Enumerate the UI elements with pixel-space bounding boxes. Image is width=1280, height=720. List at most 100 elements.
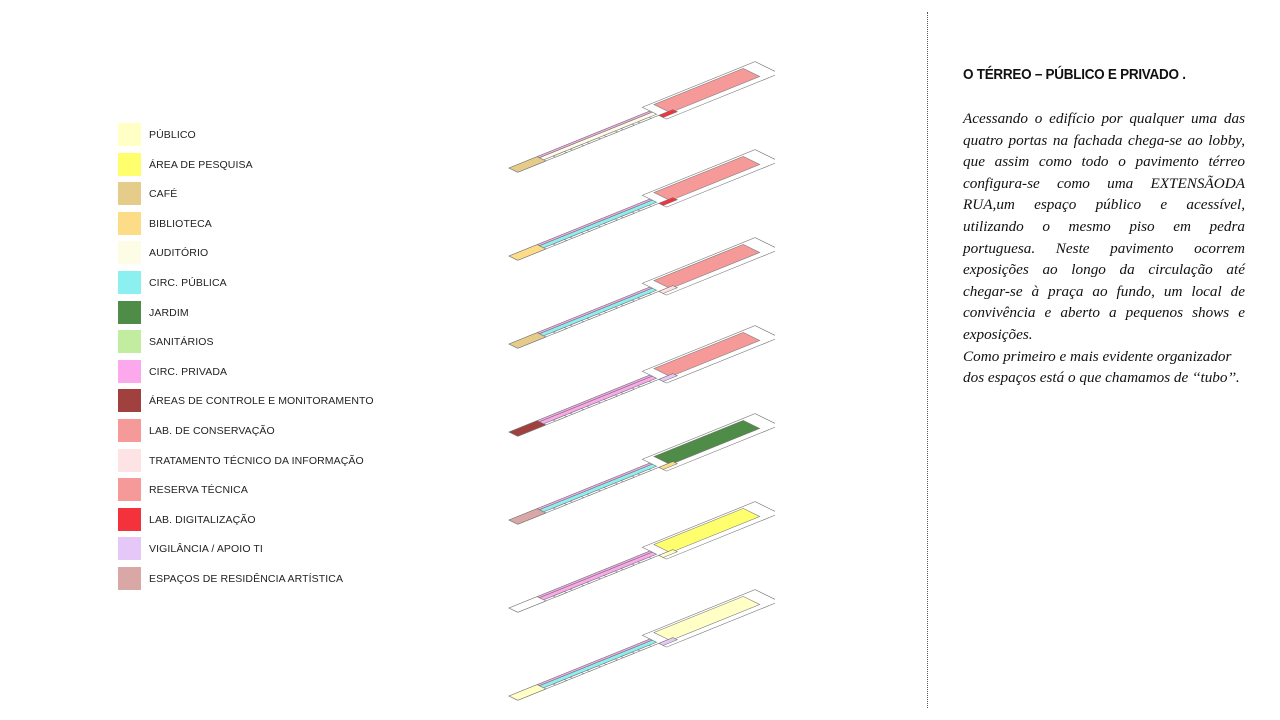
room-cell	[586, 577, 602, 584]
legend-swatch	[118, 359, 141, 383]
floor-stack-diagram	[508, 61, 775, 701]
left-zone	[508, 244, 547, 261]
room-cell	[552, 415, 568, 422]
legend-swatch	[118, 182, 141, 206]
legend-swatch	[118, 478, 141, 502]
room-cell	[603, 658, 619, 665]
room-cell	[586, 489, 602, 496]
legend-swatch	[118, 300, 141, 324]
legend-item: RESERVA TÉCNICA	[118, 478, 398, 508]
accent-room	[658, 461, 679, 470]
main-block	[653, 156, 761, 201]
legend-label: SANITÁRIOS	[149, 336, 214, 349]
room-cell	[603, 570, 619, 577]
legend-swatch	[118, 241, 141, 265]
room-cell	[637, 380, 653, 388]
legend-item: CIRC. PÚBLICA	[118, 270, 398, 301]
paragraph-2: Como primeiro e mais evidente organizado…	[963, 347, 1240, 387]
legend-swatch	[118, 418, 141, 442]
floor-plate	[508, 501, 775, 613]
room-cell	[637, 644, 653, 652]
legend-item: BIBLIOTECA	[118, 211, 398, 242]
legend-swatch	[118, 123, 141, 146]
floor-plate	[508, 413, 775, 525]
color-legend: PÚBLICO ÁREA DE PESQUISA CAFÉ BIBLIOTECA AUD…	[118, 123, 398, 597]
room-cell	[637, 116, 653, 124]
room-cell	[637, 204, 653, 212]
legend-label: ÁREA DE PESQUISA	[149, 158, 253, 171]
room-cell	[552, 327, 568, 334]
left-zone	[508, 596, 547, 613]
floor-plate	[508, 61, 775, 173]
room-cell	[620, 387, 636, 395]
room-cell	[569, 144, 585, 151]
legend-label: CIRC. PRIVADA	[149, 365, 228, 378]
tube-corridor	[538, 375, 658, 425]
room-cell	[620, 475, 636, 483]
room-cell	[586, 665, 602, 672]
accent-room	[658, 373, 679, 382]
legend-item: LAB. DE CONSERVAÇÃO	[118, 418, 398, 449]
room-cell	[569, 584, 585, 591]
left-zone	[508, 332, 547, 349]
legend-label: LAB. DE CONSERVAÇÃO	[149, 424, 275, 437]
legend-swatch	[118, 389, 141, 413]
room-cell	[586, 401, 602, 408]
main-block	[653, 420, 761, 465]
tube-corridor	[538, 639, 658, 689]
legend-label: ÁREAS DE CONTROLE E MONITORAMENTO	[149, 395, 374, 408]
legend-item: JARDIM	[118, 300, 398, 331]
room-cell	[603, 482, 619, 489]
exploded-axonometric-plans	[495, 8, 775, 713]
legend-label: VIGILÂNCIA / APOIO TI	[149, 543, 263, 556]
legend-label: ESPAÇOS DE RESIDÊNCIA ARTÍSTICA	[149, 572, 344, 585]
accent-room	[658, 197, 679, 206]
legend-item: ESPAÇOS DE RESIDÊNCIA ARTÍSTICA	[118, 566, 398, 597]
room-cell	[569, 320, 585, 327]
floor-plate	[508, 325, 775, 437]
room-cell	[552, 151, 568, 158]
main-block	[653, 244, 761, 289]
private-circulation-band	[536, 462, 653, 511]
accent-room	[658, 109, 679, 118]
legend-label: AUDITÓRIO	[149, 247, 209, 260]
room-cell	[552, 679, 568, 686]
legend-label: JARDIM	[149, 306, 189, 319]
tube-corridor	[538, 463, 658, 513]
room-cell	[569, 232, 585, 239]
legend-item: ÁREA DE PESQUISA	[118, 152, 398, 183]
private-circulation-band	[536, 374, 653, 423]
main-block	[653, 332, 761, 377]
legend-item: SANITÁRIOS	[118, 330, 398, 360]
room-cell	[637, 556, 653, 564]
room-cell	[586, 225, 602, 232]
tube-corridor	[538, 551, 658, 601]
accent-room	[658, 285, 679, 294]
legend-swatch	[118, 566, 141, 590]
room-cell	[586, 313, 602, 320]
room-cell	[620, 299, 636, 307]
legend-label: RESERVA TÉCNICA	[149, 484, 248, 497]
legend-label: LAB. DIGITALIZAÇÃO	[149, 513, 256, 526]
tube-corridor	[538, 287, 658, 337]
room-cell	[603, 306, 619, 313]
main-block	[653, 68, 761, 113]
legend-label: CAFÉ	[149, 188, 178, 201]
legend-item: PÚBLICO	[118, 123, 398, 153]
private-circulation-band	[536, 198, 653, 247]
legend-item: CIRC. PRIVADA	[118, 359, 398, 390]
room-cell	[637, 292, 653, 300]
main-block	[653, 508, 761, 553]
legend-item: LAB. DIGITALIZAÇÃO	[118, 507, 398, 538]
description-text: Acessando o edifício por qualquer uma da…	[963, 108, 1245, 389]
legend-swatch	[118, 330, 141, 354]
room-cell	[620, 211, 636, 219]
accent-room	[658, 637, 679, 646]
accent-room	[658, 549, 679, 558]
left-zone	[508, 508, 547, 525]
room-cell	[603, 394, 619, 401]
legend-swatch	[118, 152, 141, 176]
room-cell	[552, 591, 568, 598]
left-zone	[508, 156, 547, 173]
room-cell	[620, 563, 636, 571]
